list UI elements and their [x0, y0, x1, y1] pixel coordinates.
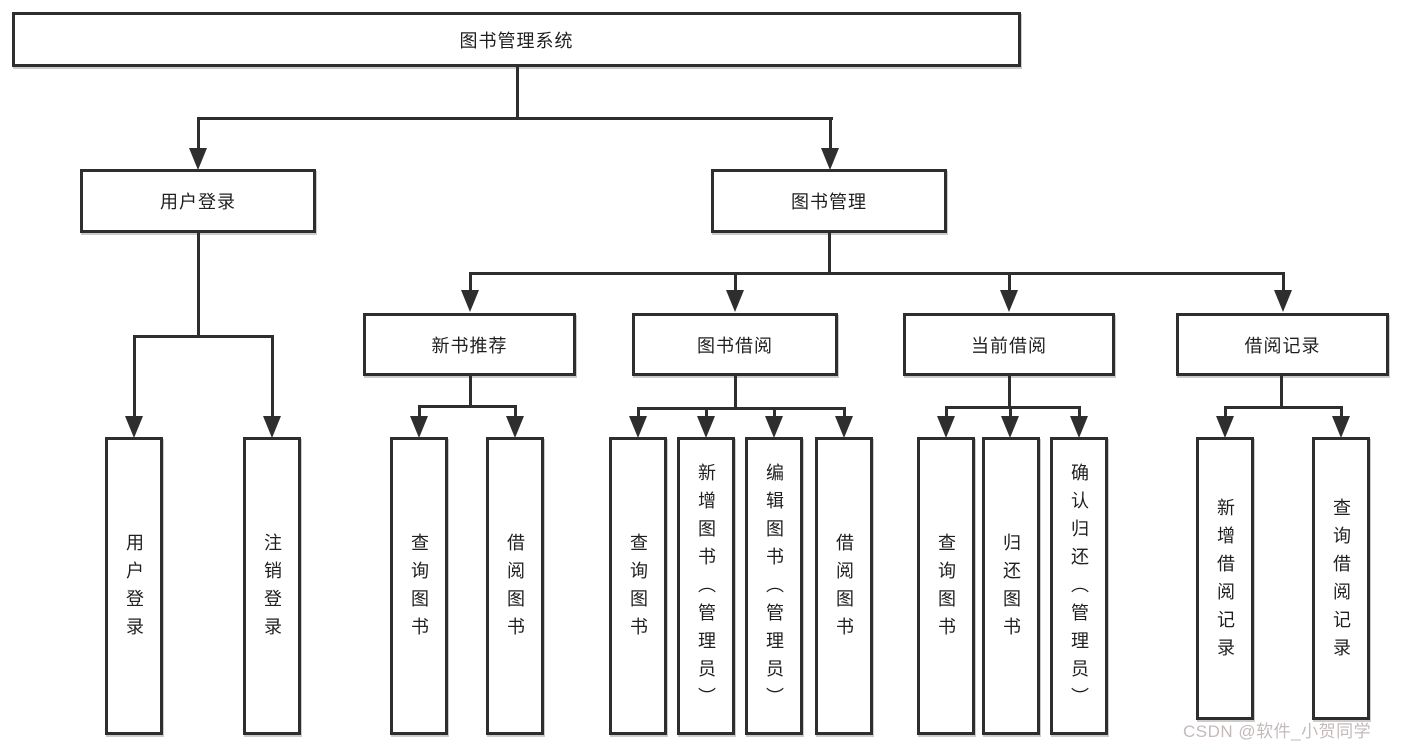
connector-line: [516, 67, 519, 120]
connector-line: [705, 410, 708, 416]
arrow-down-icon: [263, 416, 281, 438]
node-current-borrow: 当前借阅: [903, 313, 1115, 376]
connector-line: [1340, 409, 1343, 416]
arrow-down-icon: [125, 416, 143, 438]
arrow-down-icon: [697, 416, 715, 438]
connector-line: [1009, 409, 1012, 416]
arrow-down-icon: [1274, 290, 1292, 312]
arrow-down-icon: [937, 416, 955, 438]
connector-line: [469, 275, 472, 292]
connector-line: [133, 335, 274, 338]
connector-line: [1008, 275, 1011, 292]
node-library-system: 图书管理系统: [12, 12, 1021, 67]
arrow-down-icon: [1001, 416, 1019, 438]
arrow-down-icon: [835, 416, 853, 438]
connector-line: [945, 409, 948, 416]
connector-line: [271, 338, 274, 416]
connector-line: [1280, 376, 1283, 409]
leaf-search-borrow-record: 查询借阅记录: [1312, 437, 1370, 720]
connector-line: [197, 120, 200, 148]
connector-line: [133, 338, 136, 416]
connector-line: [469, 272, 1285, 275]
connector-line: [1078, 409, 1081, 416]
connector-line: [945, 406, 1081, 409]
leaf-add-books-admin: 新增图书（管理员）: [677, 437, 735, 735]
connector-line: [1008, 376, 1011, 409]
leaf-search-books-borrow: 查询图书: [609, 437, 667, 735]
connector-line: [418, 408, 421, 416]
leaf-logout: 注销登录: [243, 437, 301, 735]
arrow-down-icon: [629, 416, 647, 438]
watermark: CSDN @软件_小贺同学: [1183, 722, 1372, 741]
leaf-add-borrow-record: 新增借阅记录: [1196, 437, 1254, 720]
node-book-management: 图书管理: [711, 169, 947, 233]
leaf-search-books-recommend: 查询图书: [390, 437, 448, 735]
connector-line: [637, 410, 640, 416]
arrow-down-icon: [1000, 290, 1018, 312]
connector-line: [418, 405, 517, 408]
connector-line: [469, 376, 472, 408]
arrow-down-icon: [1070, 416, 1088, 438]
arrow-down-icon: [1332, 416, 1350, 438]
connector-line: [829, 120, 832, 148]
connector-line: [828, 233, 831, 275]
leaf-edit-books-admin: 编辑图书（管理员）: [745, 437, 803, 735]
connector-line: [1282, 275, 1285, 292]
arrow-down-icon: [189, 148, 207, 170]
arrow-down-icon: [821, 148, 839, 170]
connector-line: [773, 410, 776, 416]
leaf-borrow-books-recommend: 借阅图书: [486, 437, 544, 735]
connector-line: [843, 410, 846, 416]
arrow-down-icon: [410, 416, 428, 438]
connector-line: [1224, 406, 1343, 409]
arrow-down-icon: [461, 290, 479, 312]
connector-line: [197, 233, 200, 338]
leaf-search-books-current: 查询图书: [917, 437, 975, 735]
connector-line: [514, 408, 517, 416]
connector-line: [637, 407, 846, 410]
arrow-down-icon: [765, 416, 783, 438]
connector-line: [197, 117, 833, 120]
leaf-borrow-books: 借阅图书: [815, 437, 873, 735]
arrow-down-icon: [1216, 416, 1234, 438]
connector-line: [1224, 409, 1227, 416]
leaf-confirm-return-admin: 确认归还（管理员）: [1050, 437, 1108, 735]
connector-line: [734, 376, 737, 410]
node-book-borrow: 图书借阅: [632, 313, 838, 376]
node-new-book-recommend: 新书推荐: [363, 313, 576, 376]
node-borrow-records: 借阅记录: [1176, 313, 1389, 376]
leaf-user-login: 用户登录: [105, 437, 163, 735]
node-user-login: 用户登录: [80, 169, 316, 233]
leaf-return-books: 归还图书: [982, 437, 1040, 735]
arrow-down-icon: [506, 416, 524, 438]
connector-line: [734, 275, 737, 292]
arrow-down-icon: [726, 290, 744, 312]
